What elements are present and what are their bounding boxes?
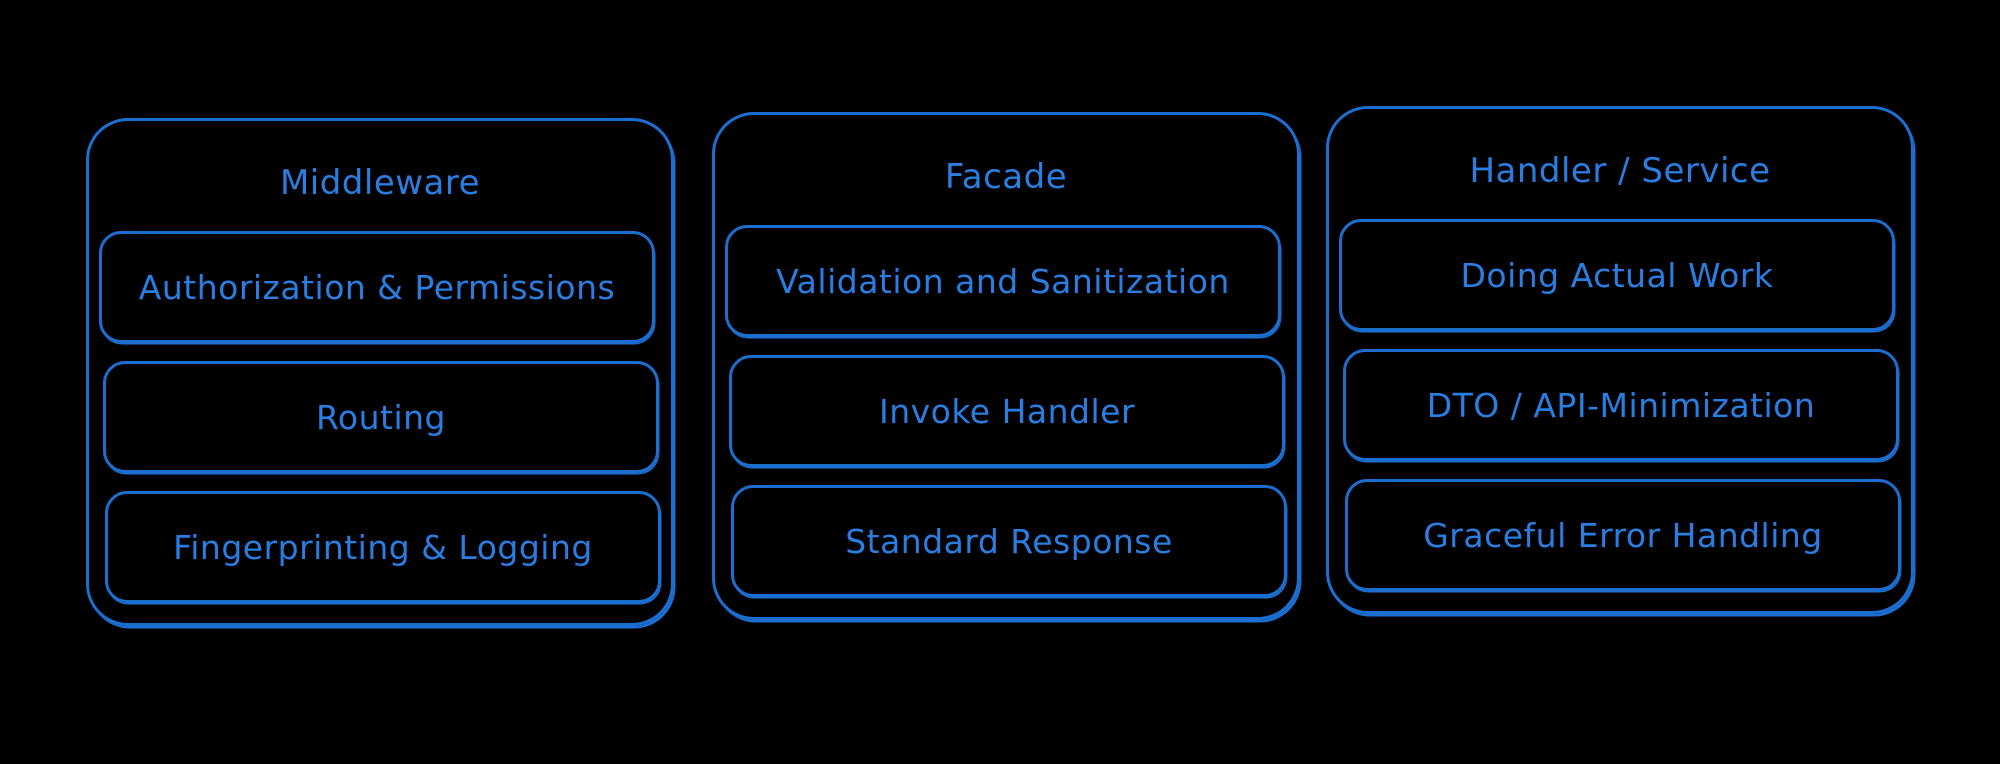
box-invoke-handler: Invoke Handler	[729, 355, 1285, 467]
middleware-panel: Middleware Authorization & Permissions R…	[86, 118, 674, 626]
box-label: DTO / API-Minimization	[1426, 385, 1816, 425]
box-label: Fingerprinting & Logging	[173, 527, 593, 567]
box-label: Doing Actual Work	[1460, 255, 1774, 295]
box-validation-sanitization: Validation and Sanitization	[725, 225, 1281, 337]
box-routing: Routing	[103, 361, 659, 473]
panel-title-facade: Facade	[944, 157, 1068, 197]
panel-title-middleware: Middleware	[279, 163, 481, 203]
box-label: Routing	[315, 397, 447, 437]
box-authorization-permissions: Authorization & Permissions	[99, 231, 655, 343]
box-label: Invoke Handler	[878, 391, 1136, 431]
handler-service-panel: Handler / Service Doing Actual Work DTO …	[1326, 106, 1914, 614]
box-dto-api-minimization: DTO / API-Minimization	[1343, 349, 1899, 461]
box-fingerprinting-logging: Fingerprinting & Logging	[105, 491, 661, 603]
box-label: Authorization & Permissions	[138, 267, 616, 307]
box-standard-response: Standard Response	[731, 485, 1287, 597]
panel-title-handler-service: Handler / Service	[1469, 151, 1771, 191]
box-label: Standard Response	[845, 521, 1173, 561]
box-label: Graceful Error Handling	[1423, 515, 1823, 555]
box-label: Validation and Sanitization	[776, 261, 1230, 301]
box-graceful-error-handling: Graceful Error Handling	[1345, 479, 1901, 591]
box-doing-actual-work: Doing Actual Work	[1339, 219, 1895, 331]
facade-panel: Facade Validation and Sanitization Invok…	[712, 112, 1300, 620]
